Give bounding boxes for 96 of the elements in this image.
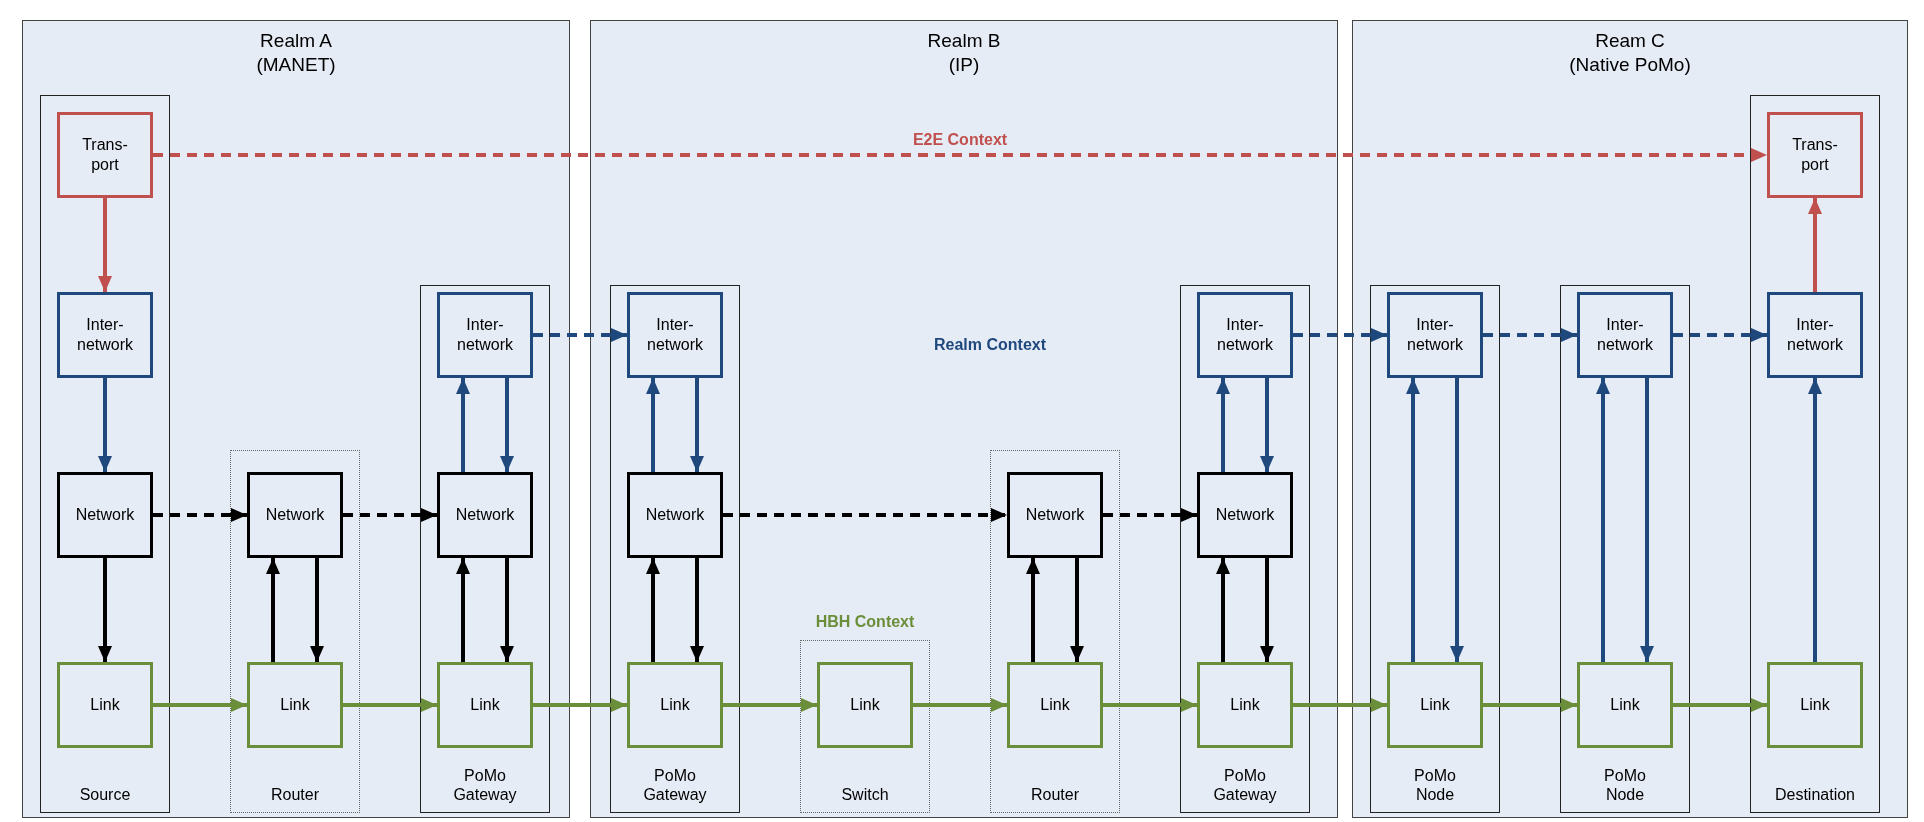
layer-box: Network: [57, 472, 153, 558]
host-label: Source: [78, 784, 132, 804]
arrow: [1260, 558, 1274, 662]
host-label: PoMo Node: [1413, 765, 1457, 804]
host-label: PoMo Gateway: [452, 765, 518, 804]
arrow: [690, 558, 704, 662]
host-box: [1750, 95, 1880, 813]
layer-box: Inter- network: [627, 292, 723, 378]
host-label: PoMo Node: [1603, 765, 1647, 804]
layer-box: Trans- port: [1767, 112, 1863, 198]
realm-title: Realm A (MANET): [255, 29, 337, 77]
arrow: [1216, 378, 1230, 472]
layer-box: Link: [1577, 662, 1673, 748]
arrow: [913, 698, 1007, 712]
layer-box: Network: [247, 472, 343, 558]
arrow: [1640, 378, 1654, 662]
context-label: HBH Context: [815, 613, 915, 631]
context-label: Realm Context: [934, 336, 1046, 354]
layer-box: Link: [817, 662, 913, 748]
arrow: [646, 558, 660, 662]
layer-box: Network: [1197, 472, 1293, 558]
layer-box: Network: [627, 472, 723, 558]
dashed-arrow: [1483, 328, 1577, 342]
layer-box: Network: [437, 472, 533, 558]
layer-box: Link: [1387, 662, 1483, 748]
dashed-arrow: [153, 148, 1767, 162]
layer-box: Link: [247, 662, 343, 748]
arrow: [98, 378, 112, 472]
dashed-arrow: [343, 508, 437, 522]
dotted-host-box: [800, 640, 930, 813]
arrow: [456, 378, 470, 472]
arrow: [533, 698, 627, 712]
arrow: [1673, 698, 1767, 712]
dashed-arrow: [1293, 328, 1387, 342]
arrow: [153, 698, 247, 712]
layer-box: Inter- network: [1767, 292, 1863, 378]
arrow: [266, 558, 280, 662]
host-label: Switch: [840, 784, 890, 804]
layer-box: Inter- network: [437, 292, 533, 378]
arrow: [98, 558, 112, 662]
host-box: [610, 285, 740, 813]
realm-panel: [590, 20, 1338, 818]
arrow: [1450, 378, 1464, 662]
arrow: [1103, 698, 1197, 712]
arrow: [1596, 378, 1610, 662]
arrow: [1483, 698, 1577, 712]
arrow: [1026, 558, 1040, 662]
dashed-arrow: [723, 508, 1007, 522]
host-label: Router: [270, 784, 320, 804]
layer-box: Network: [1007, 472, 1103, 558]
layer-box: Inter- network: [1197, 292, 1293, 378]
host-box: [1370, 285, 1500, 813]
host-box: [420, 285, 550, 813]
arrow: [310, 558, 324, 662]
arrow: [343, 698, 437, 712]
layer-box: Link: [1197, 662, 1293, 748]
arrow: [500, 378, 514, 472]
arrow: [1070, 558, 1084, 662]
host-box: [1560, 285, 1690, 813]
arrow: [1808, 378, 1822, 662]
layer-box: Inter- network: [1577, 292, 1673, 378]
arrow: [1293, 698, 1387, 712]
realm-title: Realm B (IP): [926, 29, 1002, 77]
realm-title: Ream C (Native PoMo): [1568, 29, 1692, 77]
layer-box: Inter- network: [1387, 292, 1483, 378]
layer-box: Trans- port: [57, 112, 153, 198]
layer-box: Link: [1767, 662, 1863, 748]
arrow: [1808, 198, 1822, 292]
layer-box: Link: [57, 662, 153, 748]
arrow: [1406, 378, 1420, 662]
arrow: [646, 378, 660, 472]
layer-box: Link: [1007, 662, 1103, 748]
realm-panel: [1352, 20, 1908, 818]
layer-box: Link: [437, 662, 533, 748]
dashed-arrow: [1673, 328, 1767, 342]
arrow: [690, 378, 704, 472]
host-label: Router: [1030, 784, 1080, 804]
dotted-host-box: [990, 450, 1120, 813]
host-label: PoMo Gateway: [642, 765, 708, 804]
arrow: [1216, 558, 1230, 662]
arrow: [456, 558, 470, 662]
host-box: [40, 95, 170, 813]
dashed-arrow: [1103, 508, 1197, 522]
dashed-arrow: [153, 508, 247, 522]
host-box: [1180, 285, 1310, 813]
arrow: [500, 558, 514, 662]
arrow: [98, 198, 112, 292]
arrow: [723, 698, 817, 712]
dotted-host-box: [230, 450, 360, 813]
realm-panel: [22, 20, 570, 818]
arrow: [1260, 378, 1274, 472]
host-label: PoMo Gateway: [1212, 765, 1278, 804]
layer-box: Link: [627, 662, 723, 748]
host-label: Destination: [1773, 784, 1856, 804]
dashed-arrow: [533, 328, 627, 342]
layer-box: Inter- network: [57, 292, 153, 378]
